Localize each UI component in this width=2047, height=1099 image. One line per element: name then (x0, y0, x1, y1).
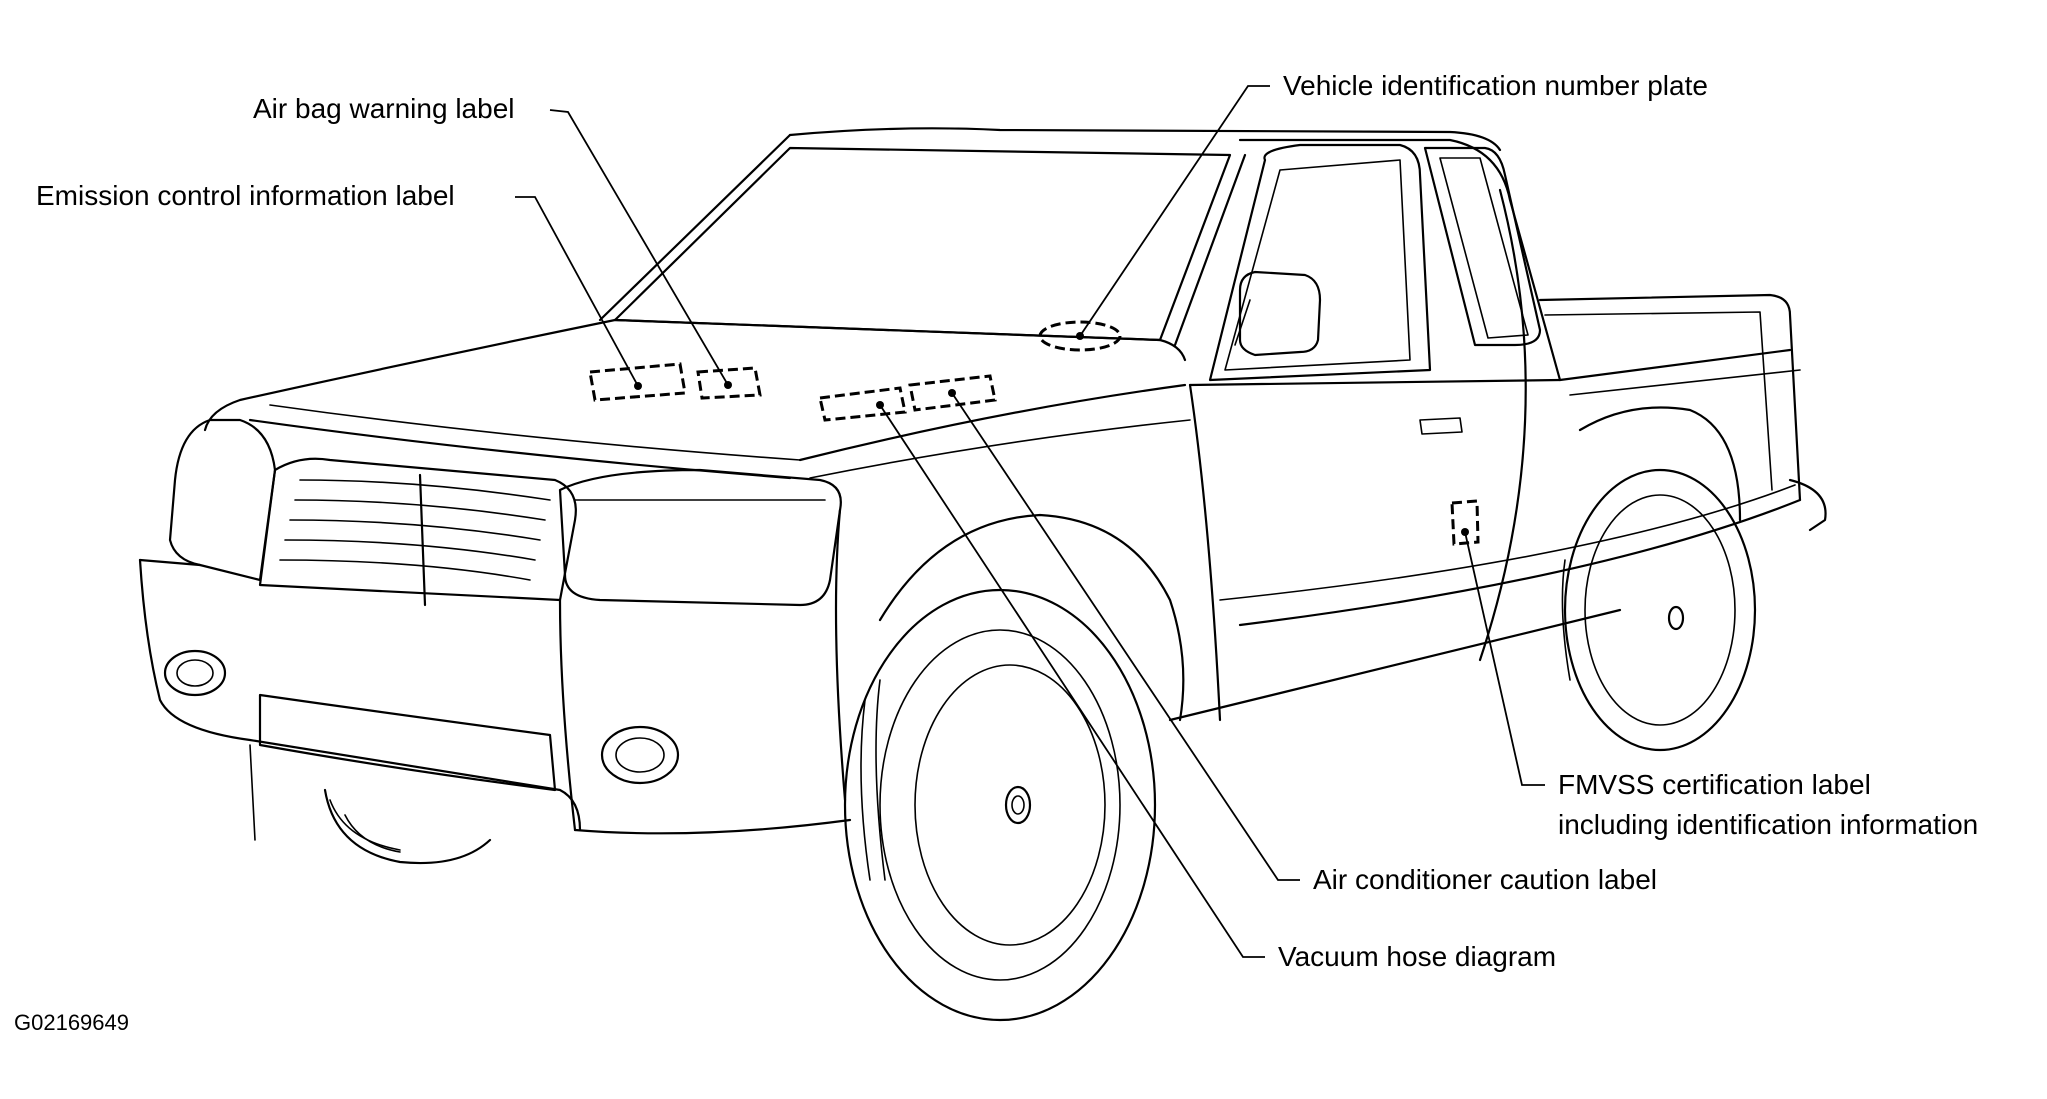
far-front-wheel (323, 788, 492, 865)
callout-vin-plate: Vehicle identification number plate (1283, 70, 1708, 101)
leader-lines (515, 85, 1545, 958)
callout-air-bag-warning-label: Air bag warning label (253, 93, 515, 124)
figure-reference-number: G02169649 (14, 1010, 129, 1035)
callout-emission-control-label: Emission control information label (36, 180, 455, 211)
callout-fmvss-label-line-2: including identification information (1558, 809, 1979, 840)
callout-air-conditioner-caution-label: Air conditioner caution label (1313, 864, 1657, 895)
truck-front-end (138, 418, 852, 841)
callout-fmvss-label-line-1: FMVSS certification label (1558, 769, 1871, 800)
rear-wheel (1561, 406, 1757, 752)
label-markers (588, 320, 1480, 546)
front-wheel (843, 513, 1185, 1022)
callout-vacuum-hose-diagram: Vacuum hose diagram (1278, 941, 1557, 972)
